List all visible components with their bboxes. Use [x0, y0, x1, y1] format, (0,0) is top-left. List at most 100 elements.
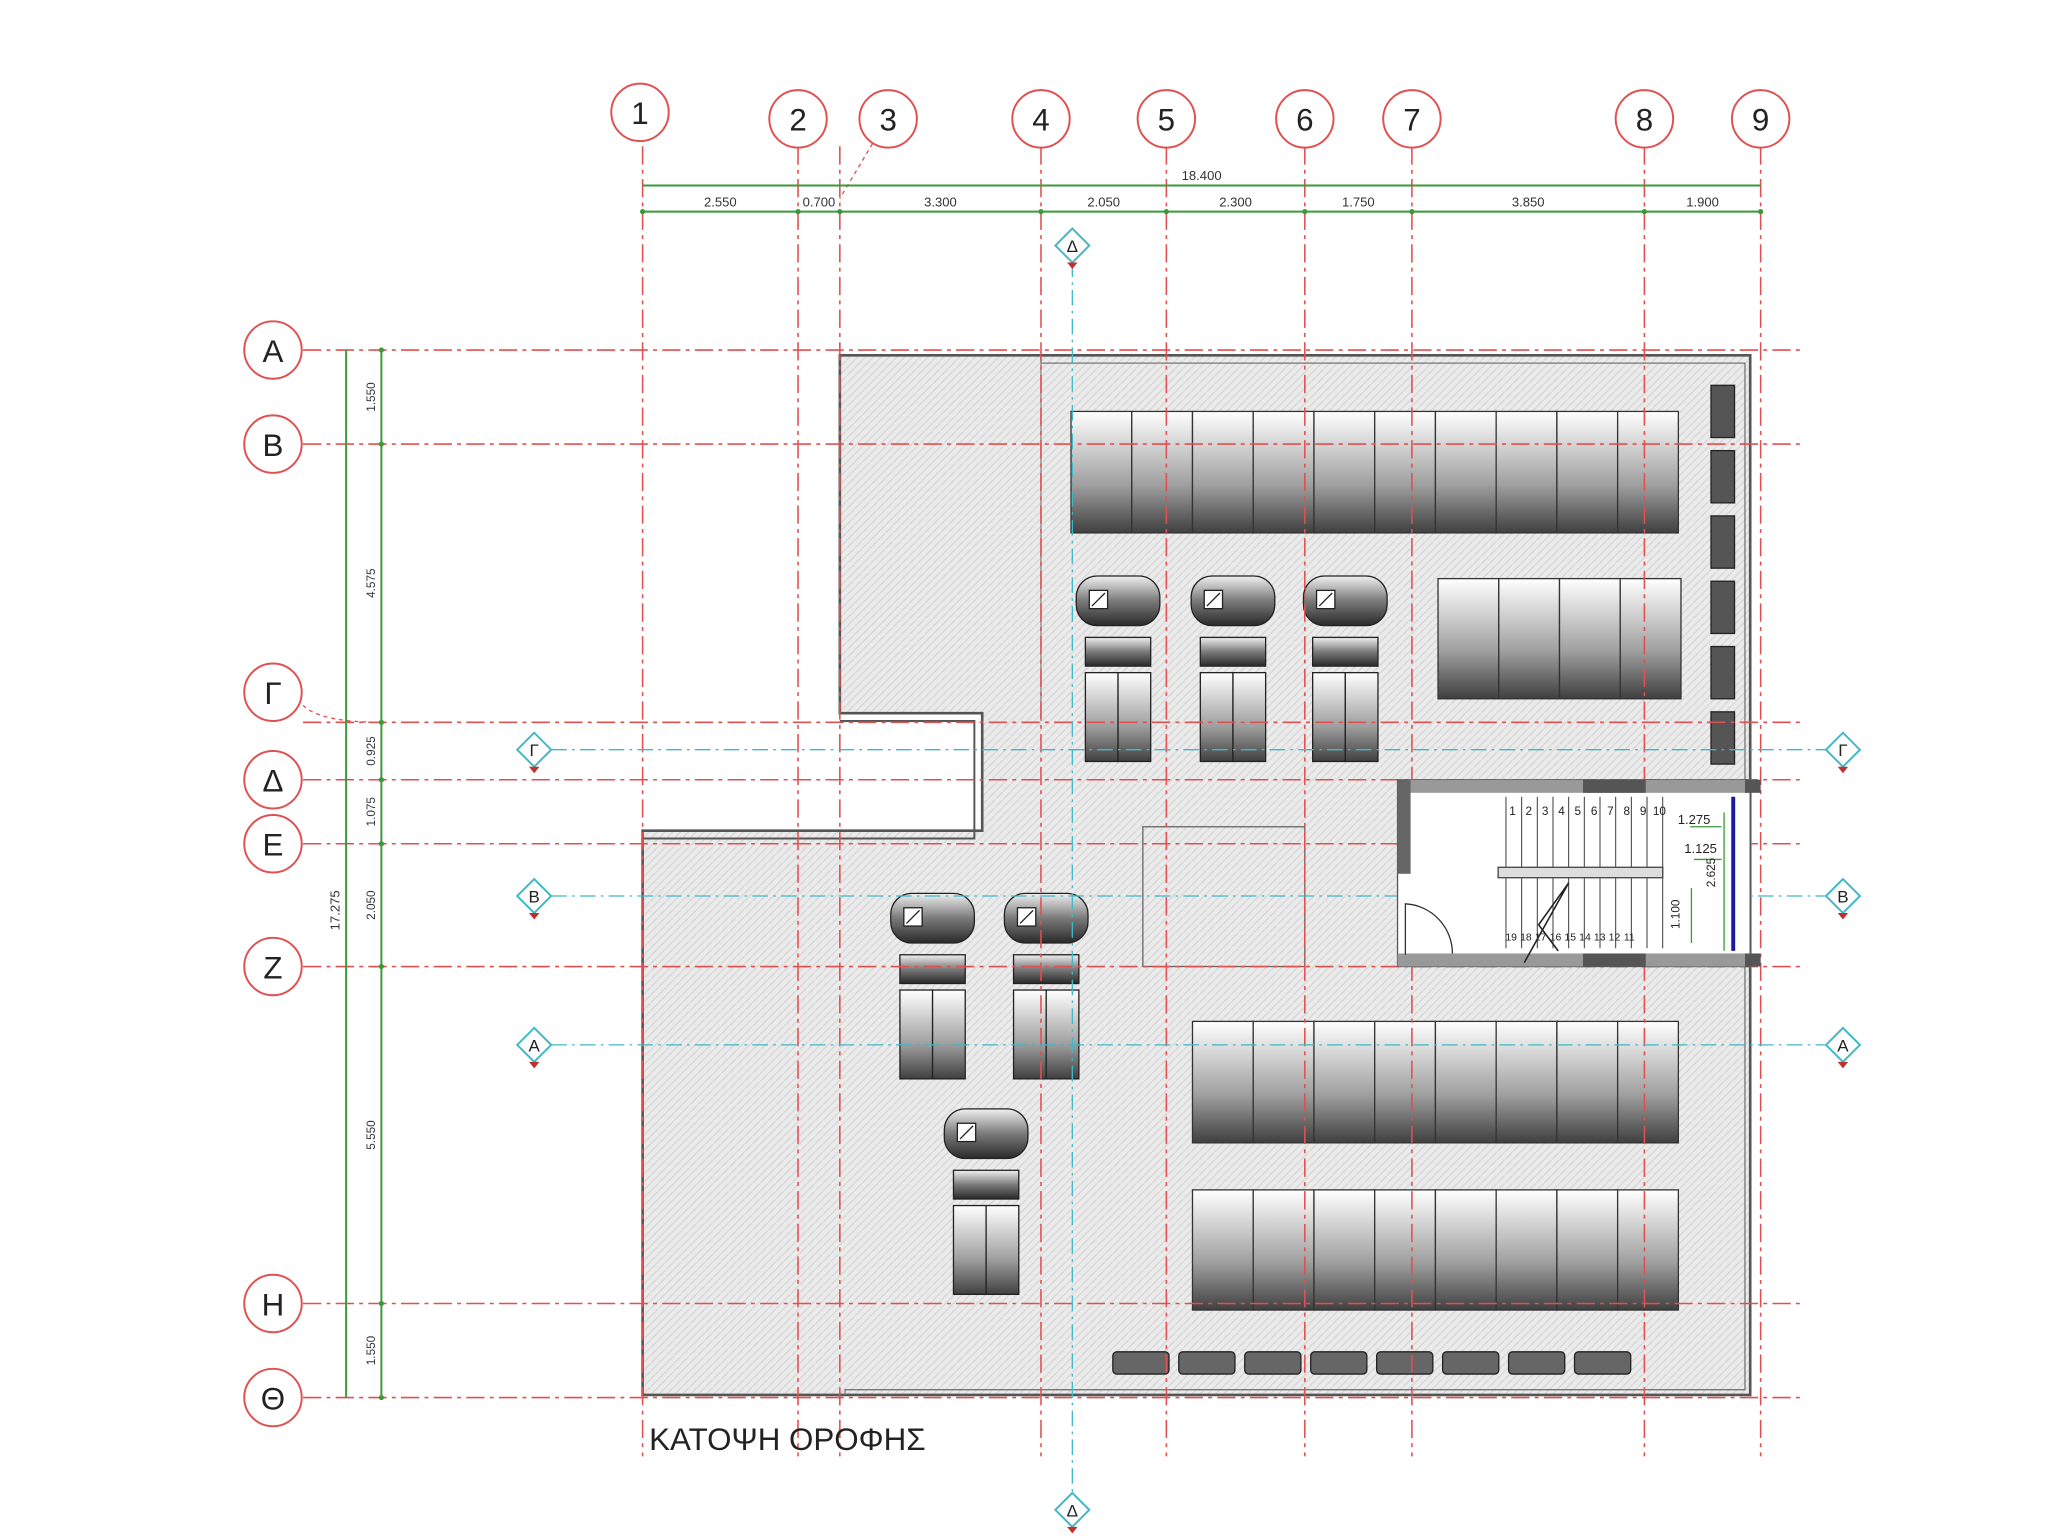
- step-number: 13: [1594, 932, 1606, 943]
- dim-tick: [378, 719, 384, 725]
- section-marker: Α: [1824, 1026, 1862, 1069]
- dim-segment: 1.750: [1342, 194, 1375, 209]
- tank: [1003, 892, 1089, 944]
- dim-total-vertical: 17.275: [328, 890, 343, 930]
- section-arrow-icon: [1067, 262, 1078, 270]
- column: [1744, 779, 1761, 793]
- collector: [1199, 672, 1234, 763]
- solar-panel: [1556, 1020, 1619, 1144]
- step-number: 9: [1640, 805, 1647, 818]
- vent-unit: [1710, 384, 1736, 439]
- dim-segment-vertical: 1.550: [365, 382, 378, 412]
- dim-tick: [640, 208, 646, 215]
- solar-panel: [1495, 410, 1558, 534]
- axis-label-row: Γ: [264, 676, 281, 711]
- section-marker: Δ: [1053, 1491, 1091, 1534]
- axis-bubble: [1011, 89, 1071, 149]
- collector: [1232, 672, 1267, 763]
- vent-unit: [1710, 580, 1736, 635]
- step-number: 7: [1607, 805, 1614, 818]
- axis-label-row: Η: [262, 1287, 285, 1322]
- step-number: 15: [1564, 932, 1576, 943]
- ac-unit: [1244, 1351, 1302, 1375]
- axis-label-column: 1: [631, 96, 648, 131]
- valve-mark: [1318, 592, 1333, 607]
- solar-water-heater: [1190, 575, 1276, 763]
- dim-tick: [1758, 208, 1764, 215]
- axis-bubble: [243, 320, 303, 380]
- solar-water-heater: [1075, 575, 1161, 763]
- section-marker-diamond: [515, 877, 553, 915]
- tank: [1302, 575, 1388, 627]
- axis-label-column: 6: [1296, 103, 1313, 138]
- beam: [1583, 953, 1646, 967]
- dim-segment-vertical: 5.550: [365, 1120, 378, 1150]
- step-number: 10: [1653, 805, 1667, 818]
- step-number: 5: [1575, 805, 1582, 818]
- dim-tick: [1641, 208, 1648, 215]
- dim-tick: [378, 441, 384, 447]
- leader-line: [302, 704, 382, 723]
- step-number: 19: [1505, 932, 1517, 943]
- dim-tick: [378, 347, 384, 353]
- solar-panel: [1616, 1020, 1680, 1144]
- section-arrow-icon: [1837, 766, 1849, 774]
- collector: [1117, 672, 1152, 763]
- section-marker-diamond: [1824, 1026, 1862, 1064]
- step-number: 16: [1550, 932, 1562, 943]
- step-number: 17: [1535, 932, 1547, 943]
- axis-bubble: [243, 662, 303, 722]
- vent-unit: [1710, 645, 1736, 700]
- equipment-layer: [890, 384, 1736, 1375]
- section-arrow-icon: [1837, 1061, 1849, 1069]
- solar-panel: [1556, 410, 1619, 534]
- section-marker-diamond: [515, 731, 553, 769]
- dim-tick: [378, 1300, 384, 1307]
- solar-panel: [1434, 410, 1497, 534]
- axis-bubble: [858, 89, 918, 149]
- section-marker: Γ: [1824, 731, 1862, 774]
- axis-bubble: [1614, 89, 1675, 149]
- step-number: 3: [1542, 805, 1549, 818]
- solar-panel: [1131, 410, 1194, 534]
- section-marker-diamond: [1053, 227, 1091, 264]
- dim-segment: 2.050: [1087, 194, 1120, 209]
- section-label: Β: [1837, 888, 1848, 907]
- axis-label-column: 7: [1403, 103, 1420, 138]
- section-marker-diamond: [515, 1026, 553, 1064]
- dim-segment-vertical: 4.575: [365, 568, 378, 598]
- tank: [943, 1108, 1029, 1160]
- heater-header: [1312, 636, 1379, 667]
- collector: [1045, 989, 1080, 1080]
- solar-panel: [1556, 1189, 1619, 1311]
- leader-line: [839, 143, 874, 199]
- door-swing-icon: [1404, 903, 1454, 955]
- section-arrow-icon: [528, 766, 540, 774]
- axis-bubble: [768, 89, 828, 149]
- tank: [890, 892, 976, 944]
- vent-unit: [1710, 711, 1736, 765]
- solar-panel: [1495, 1020, 1558, 1144]
- dim-tick: [1163, 208, 1169, 215]
- axis-bubble: [243, 936, 303, 997]
- solar-panel: [1313, 1020, 1376, 1144]
- valve-mark: [1091, 592, 1106, 607]
- solar-panel-row-4: [1191, 1189, 1680, 1311]
- section-arrow-icon: [528, 1061, 540, 1069]
- solar-panel: [1313, 410, 1376, 534]
- solar-panel: [1498, 577, 1561, 700]
- axis-label-column: 8: [1636, 103, 1653, 138]
- section-arrow-icon: [1067, 1526, 1078, 1534]
- axis-bubble: [243, 1273, 303, 1334]
- heater-header: [1199, 636, 1267, 667]
- dim-segment: 0.700: [803, 194, 836, 209]
- section-label: Δ: [1067, 1501, 1078, 1520]
- step-number: 2: [1526, 805, 1533, 818]
- ac-unit: [1573, 1351, 1632, 1375]
- section-marker: Β: [515, 877, 553, 920]
- section-label: Β: [529, 888, 540, 907]
- collector: [985, 1204, 1020, 1296]
- axis-bubble: [243, 414, 303, 474]
